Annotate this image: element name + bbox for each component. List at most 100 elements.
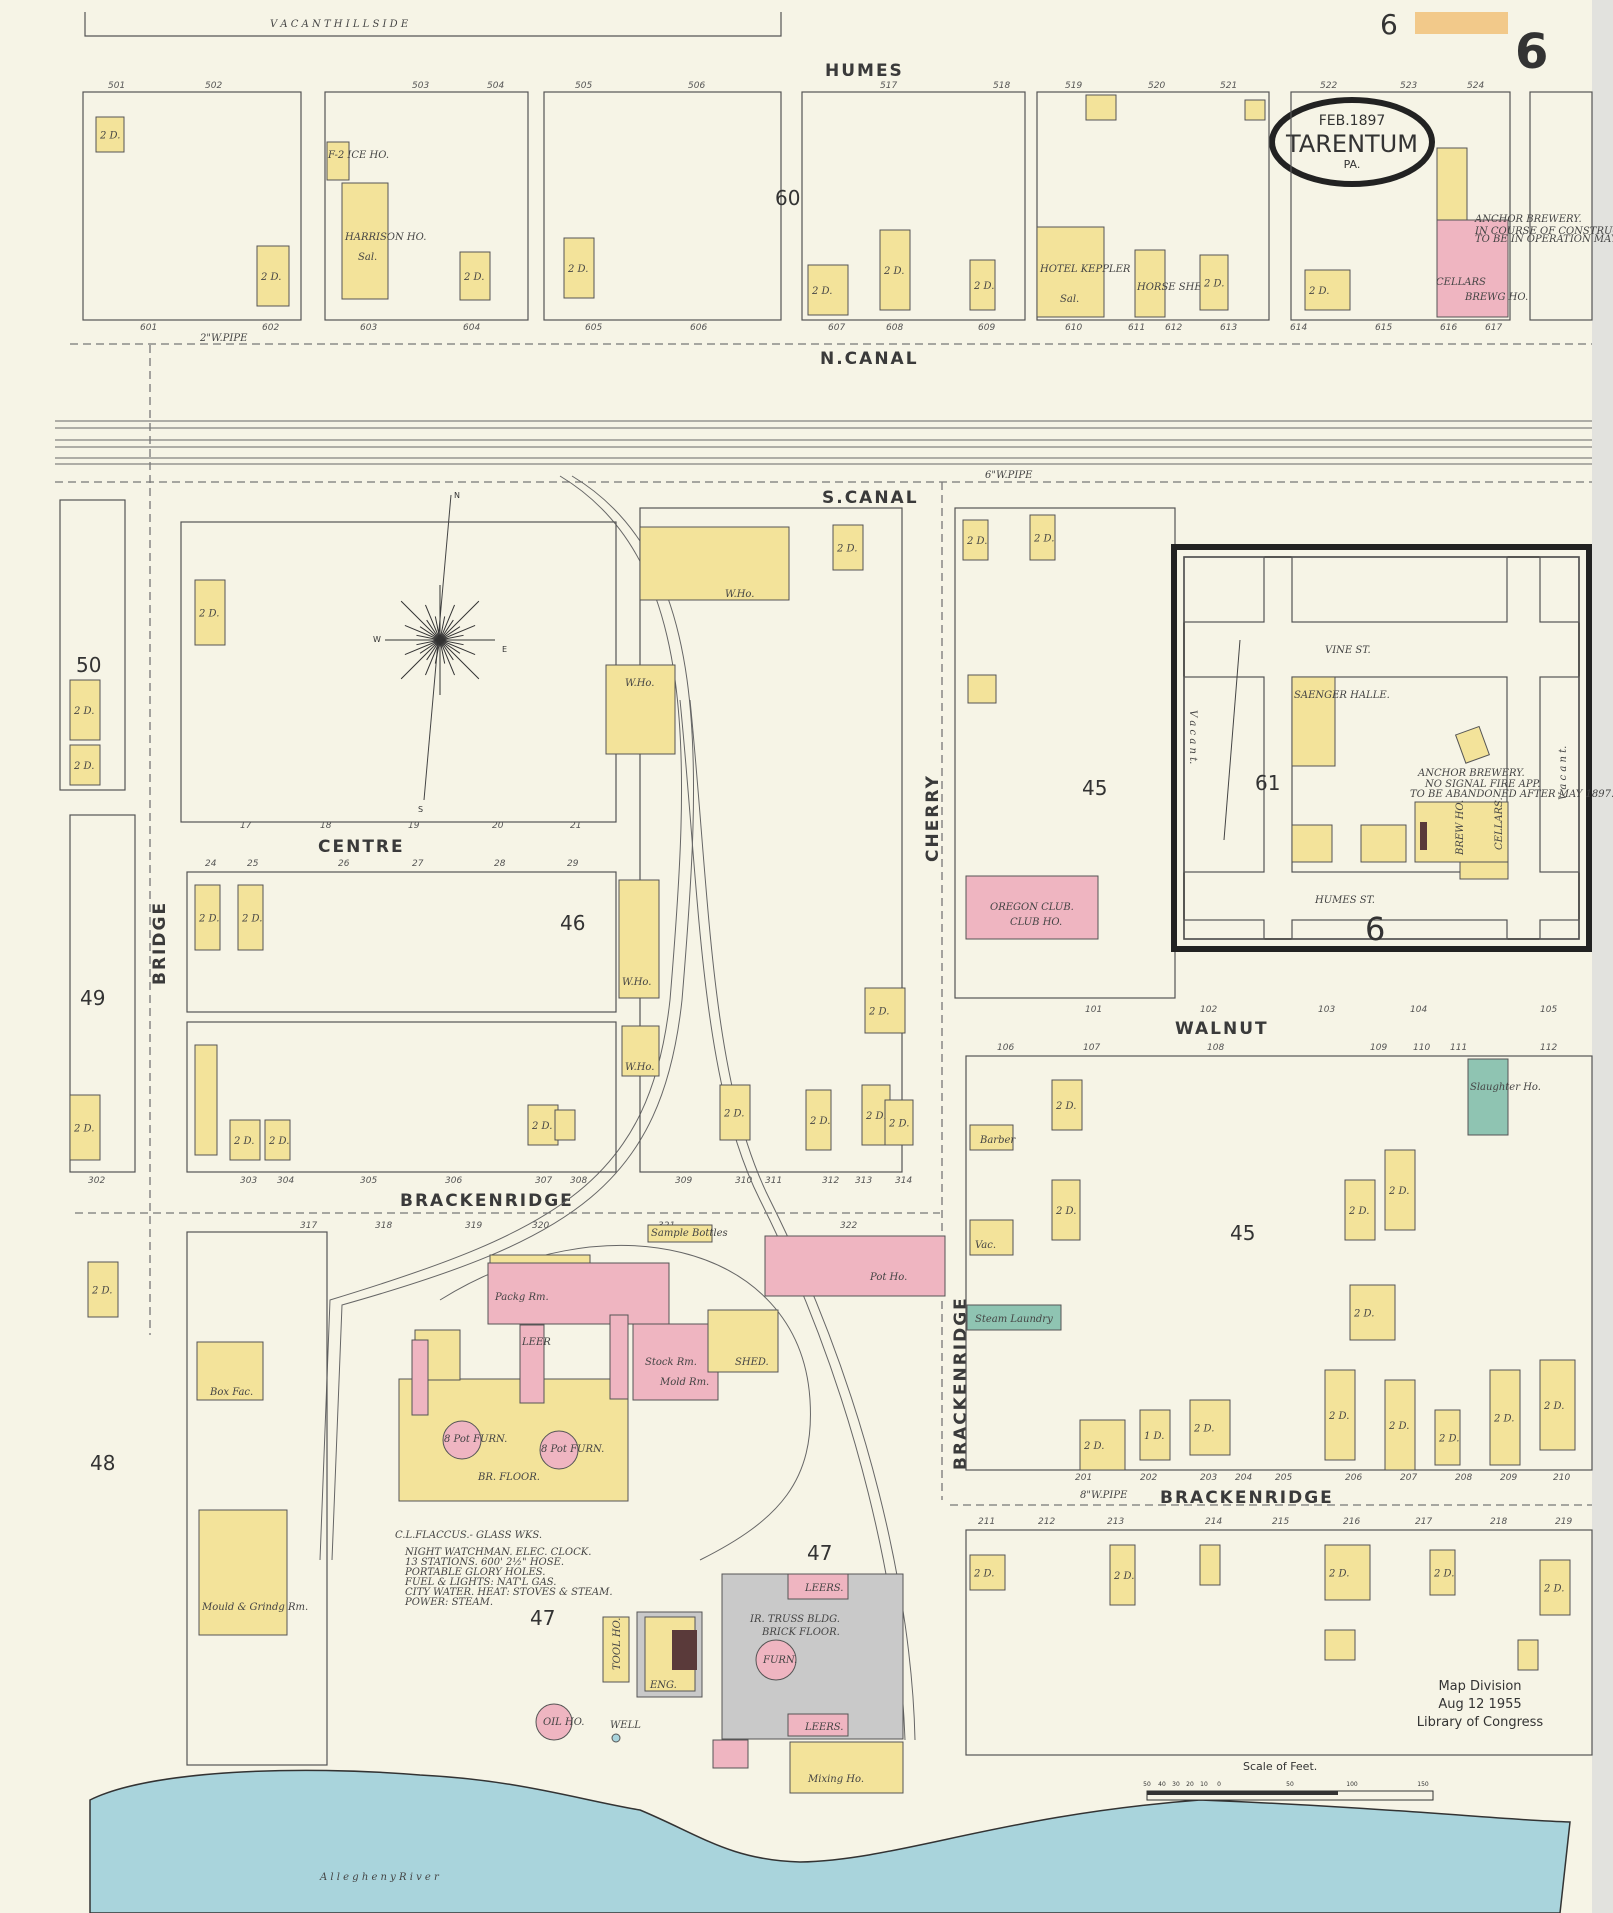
warehouse-1: [639, 526, 790, 601]
inset-vacant-left: V a c a n t.: [1187, 710, 1198, 764]
water-pipe-2in-label: 2"W.PIPE: [199, 333, 248, 344]
dwelling-label: 2 D.: [567, 264, 588, 275]
pot-house-label: Pot Ho.: [869, 1272, 907, 1283]
inset-saenger-halle: SAENGER HALLE.: [1294, 690, 1390, 701]
scale-tick: 30: [1172, 1781, 1180, 1788]
dwelling-one-story-label: 1 D.: [1144, 1431, 1164, 1442]
hotel-keppler-sub: Sal.: [1060, 294, 1079, 305]
house-number: 104: [1410, 1005, 1427, 1015]
inset-anchor-note-2: TO BE ABANDONED AFTER MAY 1897.: [1410, 789, 1613, 800]
house-number: 615: [1375, 323, 1392, 333]
house-number: 307: [535, 1176, 552, 1186]
glass-works-notes: NIGHT WATCHMAN. ELEC. CLOCK.13 STATIONS.…: [404, 1547, 613, 1608]
house-number: 521: [1220, 81, 1237, 91]
block-number: 47: [807, 1541, 832, 1565]
dwellings: 2 D.2 D.2 D.2 D.2 D.2 D.2 D.2 D.2 D.2 D.…: [69, 94, 1576, 1671]
ir-truss-label: IR. TRUSS BLDG.: [749, 1614, 840, 1625]
house-number: 304: [277, 1176, 294, 1186]
dwelling: [1324, 1629, 1356, 1661]
mould-grinding-label: Mould & Grindg Rm.: [201, 1602, 308, 1613]
street-brackenridge-west: BRACKENRIDGE: [400, 1191, 574, 1211]
dwelling-label: 2 D.: [973, 1569, 994, 1580]
furnace-3-label: FURN.: [762, 1655, 797, 1666]
dwelling: [807, 264, 849, 316]
house-number: 518: [993, 81, 1010, 91]
house-number: 205: [1275, 1473, 1292, 1483]
sample-bottles-label: Sample Bottles: [651, 1228, 728, 1239]
dwelling-label: 2 D.: [1055, 1206, 1076, 1217]
compass-e: E: [502, 645, 507, 654]
dwelling-label: 2 D.: [260, 272, 281, 283]
glass-works-name: C.L.FLACCUS.- GLASS WKS.: [395, 1530, 542, 1541]
house-number: 211: [978, 1517, 995, 1527]
block-number: 60: [775, 186, 800, 210]
dwelling: [1304, 269, 1351, 311]
block-number: 48: [90, 1451, 115, 1475]
house-number: 523: [1400, 81, 1417, 91]
dwelling-label: 2 D.: [1083, 1441, 1104, 1452]
dwelling: [967, 674, 997, 704]
house-number: 610: [1065, 323, 1082, 333]
house-number: 112: [1540, 1043, 1557, 1053]
house-number: 609: [978, 323, 995, 333]
house-number: 607: [828, 323, 845, 333]
block-number: 49: [80, 986, 105, 1010]
street-n-canal: N.CANAL: [820, 349, 919, 369]
hotel-keppler: [1036, 226, 1105, 318]
warehouse-3-label: W.Ho.: [622, 977, 651, 988]
block-number: 50: [76, 653, 101, 677]
house-number: 318: [375, 1221, 392, 1231]
inset-anchor-note-1: NO SIGNAL FIRE APP.: [1424, 779, 1540, 790]
box-factory-label: Box Fac.: [209, 1387, 253, 1398]
dwelling-label: 2 D.: [1328, 1411, 1349, 1422]
house-number: 506: [688, 81, 705, 91]
sheet-tab: [1415, 12, 1508, 34]
dwelling-label: 2 D.: [91, 1286, 112, 1297]
dwelling: [1344, 1179, 1376, 1241]
house-number: 105: [1540, 1005, 1557, 1015]
horse-shed: [1134, 249, 1166, 318]
mold-room-label: Mold Rm.: [659, 1377, 709, 1388]
dwelling: [969, 259, 996, 311]
dwelling: [1384, 1149, 1416, 1231]
dwelling-label: 2 D.: [723, 1109, 744, 1120]
scale-tick: 50: [1286, 1781, 1294, 1788]
dwelling-label: 2 D.: [1543, 1584, 1564, 1595]
dwelling: [1244, 99, 1266, 121]
house-number: 308: [570, 1176, 587, 1186]
title-state: PA.: [1344, 158, 1361, 171]
house-number: 317: [300, 1221, 317, 1231]
scale-tick: 40: [1158, 1781, 1166, 1788]
dwelling: [87, 1261, 119, 1318]
scale-tick: 100: [1346, 1781, 1358, 1788]
street-centre: CENTRE: [318, 837, 405, 857]
brick-floor-label: BRICK FLOOR.: [761, 1627, 840, 1638]
sheet-number: 6: [1515, 24, 1548, 80]
harrison-house: [341, 182, 389, 300]
block-number: 45: [1230, 1221, 1255, 1245]
leers-1-label: LEERS.: [804, 1583, 843, 1594]
pot-house: [764, 1235, 946, 1297]
anchor-brewery-cellars-label: CELLARS: [1436, 277, 1486, 288]
dwelling-label: 2 D.: [865, 1111, 886, 1122]
title-date: FEB.1897: [1319, 113, 1386, 129]
compass-w: W: [373, 635, 381, 644]
dwelling-label: 2 D.: [868, 1007, 889, 1018]
dwelling-label: 2 D.: [1438, 1434, 1459, 1445]
house-number: 520: [1148, 81, 1165, 91]
warehouse-2: [605, 664, 676, 755]
dwelling-label: 2 D.: [888, 1119, 909, 1130]
dwelling: [1384, 1379, 1416, 1471]
water-pipe-6in-label: 6"W.PIPE: [985, 470, 1033, 481]
house-number: 306: [445, 1176, 462, 1186]
dwelling: [1434, 1409, 1461, 1466]
house-number: 20: [492, 821, 504, 831]
house-number: 606: [690, 323, 707, 333]
house-number: 319: [465, 1221, 482, 1231]
dwelling-label: 2 D.: [883, 266, 904, 277]
right-margin: [1592, 0, 1613, 1913]
